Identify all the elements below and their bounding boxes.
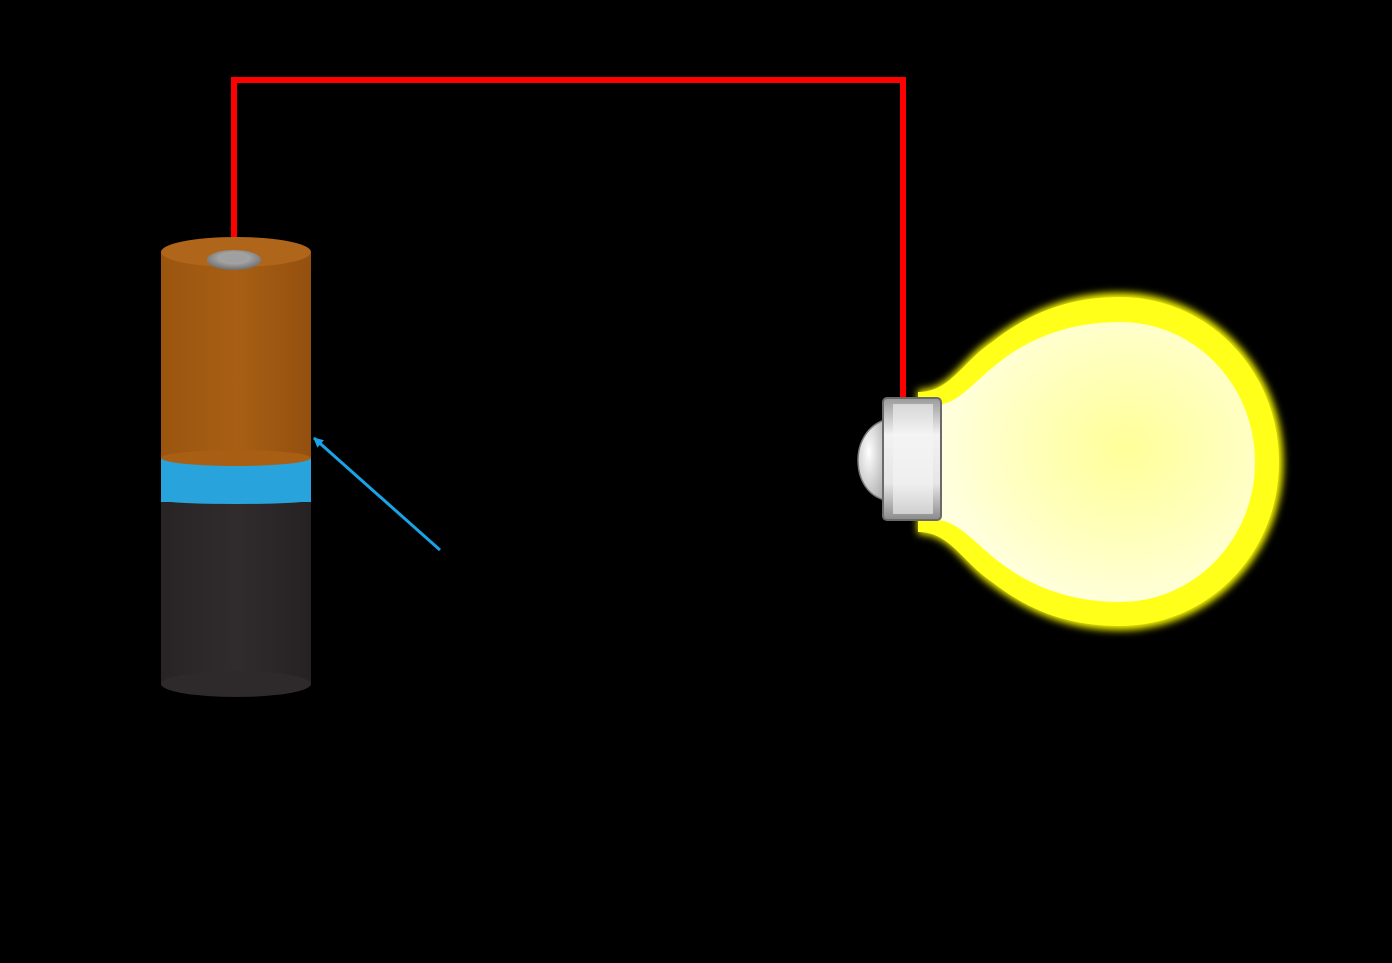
battery xyxy=(161,237,311,697)
battery-cap xyxy=(161,252,311,458)
battery-band-bottom xyxy=(161,496,311,504)
battery-bottom-edge xyxy=(161,671,311,697)
battery-terminal-highlight xyxy=(220,253,248,263)
battery-cap-band-edge xyxy=(161,450,311,466)
bulb-base-inner xyxy=(893,404,933,514)
bulb-glass xyxy=(936,322,1255,602)
light-bulb xyxy=(857,293,1283,630)
bulb-base-tip xyxy=(857,418,886,501)
wire xyxy=(231,77,906,400)
battery-body xyxy=(161,498,311,684)
pointer-arrow xyxy=(313,436,441,552)
